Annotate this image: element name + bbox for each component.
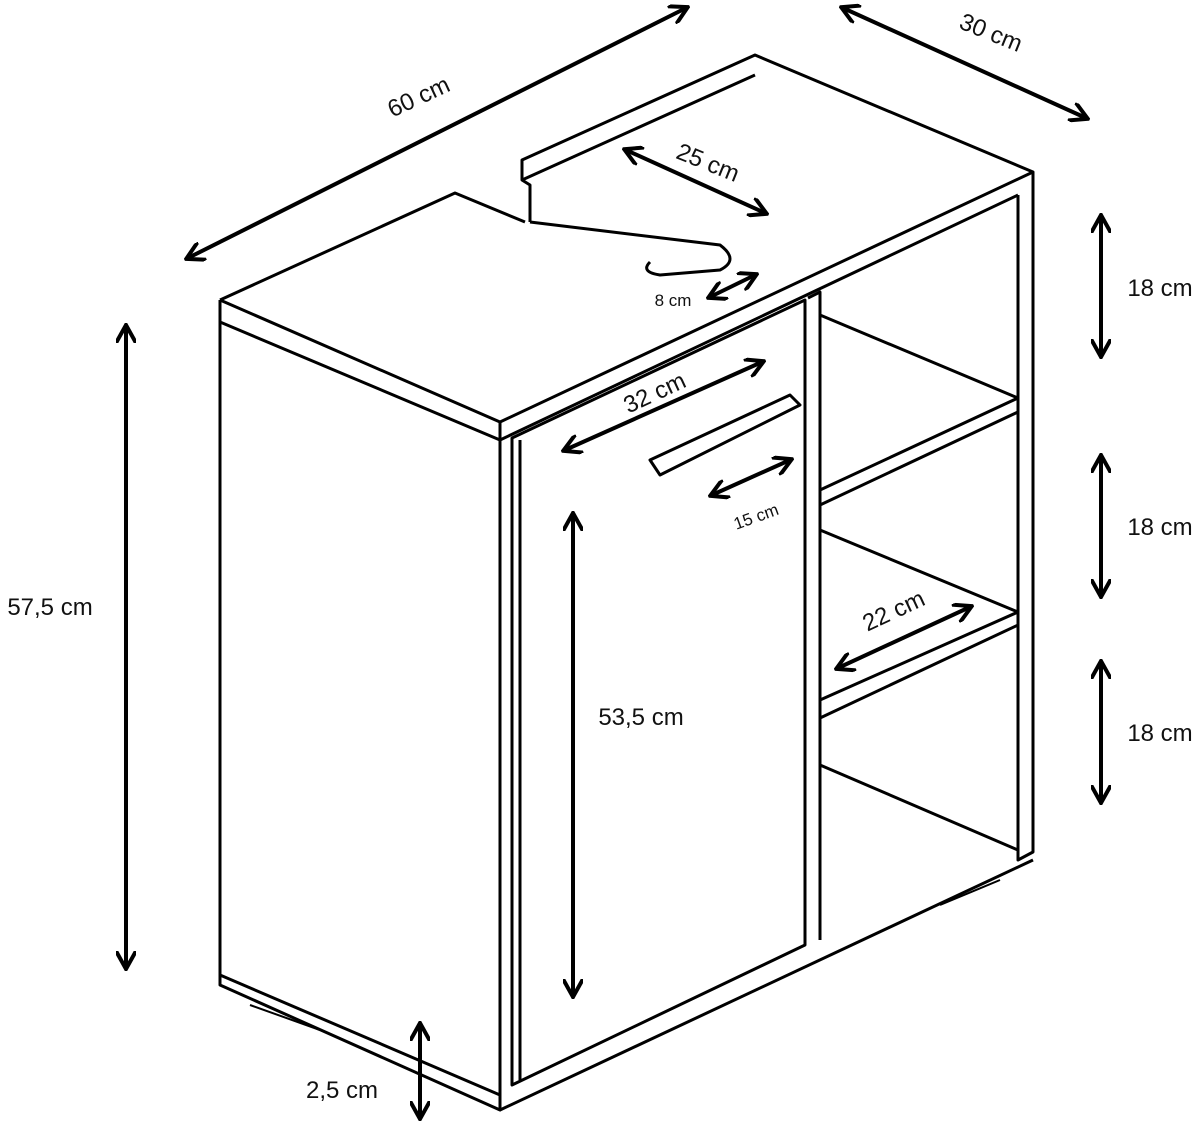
width-label: 60 cm: [384, 71, 455, 123]
shelf-height-1-label: 18 cm: [1127, 275, 1192, 302]
shelf-height-2-label: 18 cm: [1127, 514, 1192, 541]
door-height-label: 53,5 cm: [598, 704, 683, 731]
feet-height-label: 2,5 cm: [306, 1077, 378, 1104]
total-height-label: 57,5 cm: [7, 594, 92, 621]
dimension-arrows: [126, 8, 1101, 1117]
cutout-depth-label: 8 cm: [655, 291, 692, 310]
handle-length-label: 15 cm: [731, 500, 781, 534]
door-handle: [648, 393, 802, 477]
depth-label: 30 cm: [955, 8, 1026, 58]
shelf-height-3-label: 18 cm: [1127, 720, 1192, 747]
cabinet-body: [218, 53, 1035, 1112]
cutout-width-label: 25 cm: [672, 138, 743, 188]
